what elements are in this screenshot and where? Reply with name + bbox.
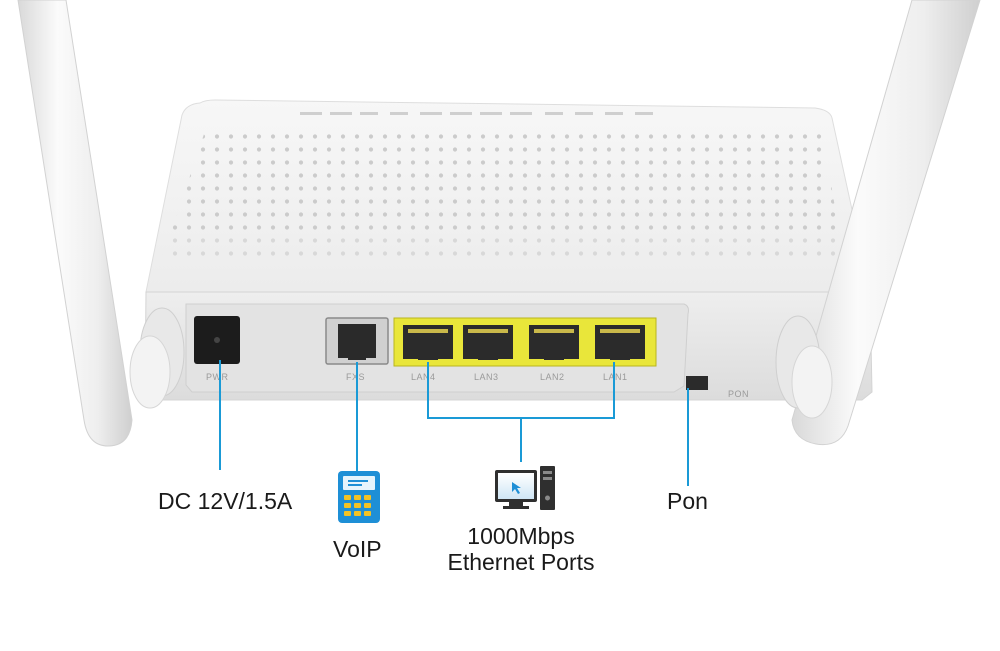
lan4-label: LAN4 [411, 372, 436, 382]
lan1-label: LAN1 [603, 372, 628, 382]
ethernet-callout-line1: 1000Mbps [467, 523, 575, 549]
pwr-label: PWR [206, 372, 229, 382]
lan2-port [529, 325, 579, 360]
lan-port-block: LAN4 LAN3 LAN2 LAN1 [393, 317, 657, 382]
leader-lines [219, 360, 689, 486]
fxs-label: FXS [346, 372, 365, 382]
pon-port: PON [686, 376, 749, 399]
voip-callout: VoIP [333, 536, 382, 562]
ethernet-callout-line2: Ethernet Ports [447, 549, 595, 575]
computer-icon [495, 466, 555, 510]
power-callout: DC 12V/1.5A [158, 488, 293, 514]
lan2-label: LAN2 [540, 372, 565, 382]
lan3-port [463, 325, 513, 360]
lan4-port [403, 325, 453, 360]
pon-port-label: PON [728, 389, 749, 399]
right-antenna [775, 0, 981, 446]
power-jack: PWR [194, 316, 240, 382]
left-antenna [17, 0, 185, 447]
pon-callout: Pon [667, 488, 708, 514]
phone-icon [338, 471, 380, 523]
lan1-port [595, 325, 645, 360]
lan3-label: LAN3 [474, 372, 499, 382]
